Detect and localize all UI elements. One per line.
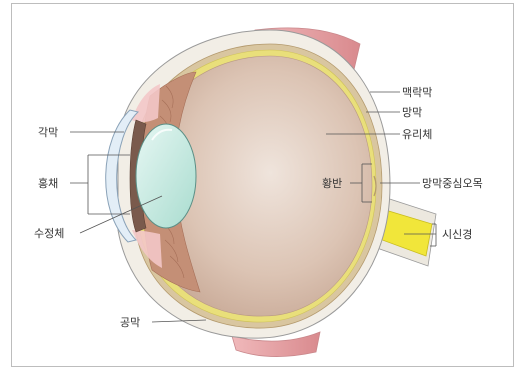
label-choroid: 맥락막	[402, 86, 432, 99]
lens	[136, 124, 196, 228]
label-cornea: 각막	[38, 126, 58, 139]
label-iris: 홍채	[38, 176, 58, 190]
label-retina: 망막	[402, 106, 422, 119]
label-vitreous: 유리체	[402, 128, 432, 141]
label-lens: 수정체	[34, 227, 64, 240]
label-sclera: 공막	[120, 316, 140, 329]
label-optic-nerve: 시신경	[442, 228, 472, 241]
label-macula: 황반	[322, 177, 342, 190]
label-fovea: 망막중심오목	[422, 177, 483, 190]
